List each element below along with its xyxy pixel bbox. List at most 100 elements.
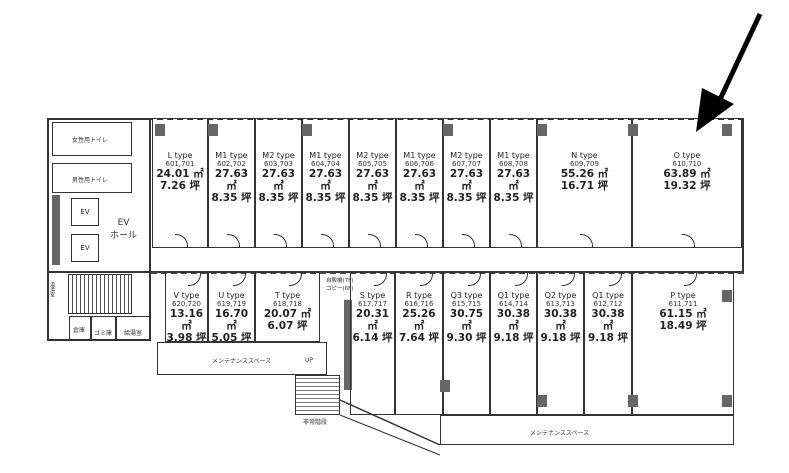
unit-area-tsubo: 9.18 坪: [493, 332, 534, 345]
column: [628, 124, 638, 136]
garbage-room: [91, 316, 116, 340]
column: [443, 124, 453, 136]
unit-type: S type: [359, 291, 386, 300]
unit-number: 613,713: [546, 300, 575, 309]
unit-area-sqm: 16.70 ㎡: [214, 308, 249, 333]
column: [537, 395, 547, 407]
unit-area-sqm: 20.07 ㎡: [263, 308, 312, 321]
door-icon: [367, 234, 381, 247]
column: [722, 124, 732, 136]
unit-type: L type: [167, 151, 193, 160]
unit-number: 612,712: [593, 300, 623, 309]
unit-area-sqm: 55.26 ㎡: [560, 168, 609, 181]
column: [302, 124, 312, 136]
column: [208, 124, 218, 136]
unit-number: 608,708: [499, 160, 528, 169]
door-icon: [579, 234, 593, 247]
unit-area-sqm: 27.63 ㎡: [308, 168, 343, 193]
garbage-label: ゴミ庫: [94, 330, 113, 337]
unit-type: T type: [274, 291, 301, 300]
column: [722, 290, 732, 302]
unit-area-tsubo: 5.05 坪: [211, 332, 252, 345]
unit-area-sqm: 30.38 ㎡: [543, 308, 578, 333]
unit-area-sqm: 63.89 ㎡: [663, 168, 711, 181]
storage-room: [69, 316, 91, 340]
maintenance-space-left: [157, 342, 327, 375]
unit-area-tsubo: 8.35 坪: [493, 192, 534, 205]
unit-area-sqm: 61.15 ㎡: [659, 308, 707, 321]
column: [344, 300, 352, 390]
unit-area-tsubo: 9.18 坪: [587, 332, 629, 345]
unit-number: 605,705: [358, 160, 387, 169]
side-room-label: 湯沸室: [49, 282, 55, 297]
unit-type: M2 type: [450, 151, 483, 160]
unit-number: 606,706: [405, 160, 434, 169]
unit-type: Q2 type: [544, 291, 577, 300]
maintenance-right-label: メンテナンススペース: [530, 430, 590, 437]
unit-number: 609,709: [570, 160, 599, 169]
door-icon: [320, 234, 334, 247]
unit-number: 615,715: [452, 300, 481, 309]
unit-area-sqm: 27.63 ㎡: [496, 168, 531, 193]
unit-area-sqm: 25.26 ㎡: [402, 308, 436, 333]
unit-area-sqm: 20.31 ㎡: [355, 308, 390, 333]
column: [537, 124, 547, 136]
pipe-label: UP: [305, 357, 314, 364]
maintenance-space-right: [440, 415, 734, 445]
unit-number: 619,719: [217, 300, 246, 309]
unit-area-sqm: 27.63 ㎡: [355, 168, 390, 193]
unit-type: Q1 type: [592, 291, 624, 300]
unit-area-tsubo: 8.35 坪: [258, 192, 299, 205]
unit-area-sqm: 30.75 ㎡: [449, 308, 484, 333]
unit-type: P type: [670, 291, 696, 300]
column: [155, 124, 165, 136]
unit-area-tsubo: 3.98 坪: [166, 332, 207, 345]
stair-exit: [295, 375, 340, 415]
unit-type: U type: [218, 291, 245, 300]
door-icon: [461, 234, 475, 247]
door-icon: [508, 234, 522, 247]
unit-area-sqm: 30.38 ㎡: [496, 308, 531, 333]
unit-number: 602,702: [217, 160, 246, 169]
unit-type: M1 type: [403, 151, 436, 160]
unit-area-tsubo: 9.18 坪: [540, 332, 581, 345]
unit-type: M1 type: [215, 151, 248, 160]
unit-area-tsubo: 18.49 坪: [659, 320, 707, 333]
mens-toilet-label: 男性用トイレ: [72, 177, 109, 184]
unit-area-sqm: 24.01 ㎡: [156, 168, 204, 181]
unit-area-tsubo: 8.35 坪: [305, 192, 346, 205]
